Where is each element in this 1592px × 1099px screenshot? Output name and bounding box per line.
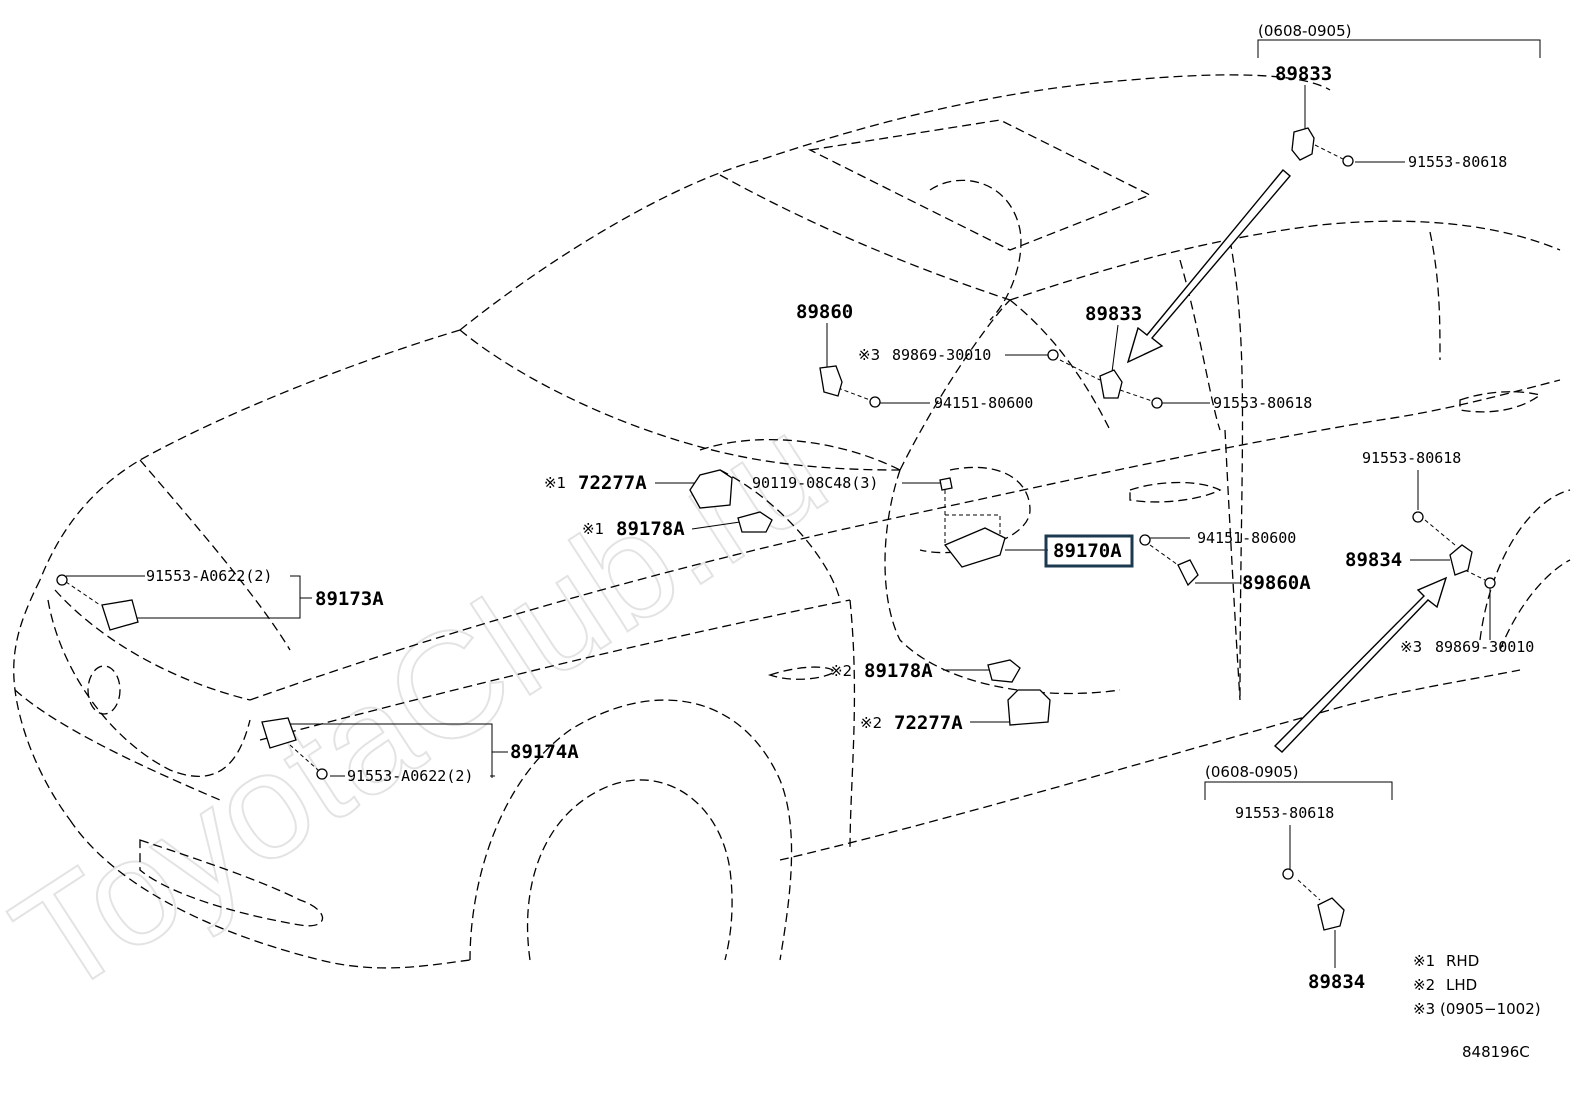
label-94151-80600-left[interactable]: 94151-80600: [934, 394, 1033, 412]
label-89869-30010-mid[interactable]: 89869-30010: [892, 346, 991, 364]
mark-89178A-bottom: ※2: [830, 662, 852, 680]
range-label-top: (0608-0905): [1258, 22, 1351, 40]
legend-mark-3: ※3: [1413, 1000, 1435, 1018]
diagram-code: 848196C: [1462, 1043, 1530, 1061]
label-91553-80618-mid[interactable]: 91553-80618: [1213, 394, 1312, 412]
label-89834-bottom[interactable]: 89834: [1308, 971, 1365, 993]
label-91553-80618-top[interactable]: 91553-80618: [1408, 153, 1507, 171]
mark-72277A-top: ※1: [544, 474, 566, 492]
label-89834-right[interactable]: 89834: [1345, 549, 1402, 571]
legend: ※1 RHD ※2 LHD ※3 (0905−1002): [1413, 952, 1541, 1018]
legend-mark-2: ※2: [1413, 976, 1435, 994]
label-89833-mid[interactable]: 89833: [1085, 303, 1142, 325]
parts: [56, 127, 1496, 931]
label-89860A[interactable]: 89860A: [1242, 572, 1311, 594]
label-91553-80618-right[interactable]: 91553-80618: [1362, 449, 1461, 467]
range-label-bottom: (0608-0905): [1205, 763, 1298, 781]
legend-text-3: (0905−1002): [1440, 1000, 1541, 1018]
legend-text-2: LHD: [1446, 976, 1477, 994]
legend-text-1: RHD: [1446, 952, 1479, 970]
label-89833-top[interactable]: 89833: [1275, 63, 1332, 85]
label-89174A[interactable]: 89174A: [510, 741, 579, 763]
label-72277A-top[interactable]: 72277A: [578, 472, 647, 494]
label-89178A-bottom[interactable]: 89178A: [864, 660, 933, 682]
arrow-down-left: [1126, 169, 1291, 364]
mark-89869-30010-right: ※3: [1400, 638, 1422, 656]
arrow-up-right: [1273, 576, 1448, 753]
label-91553-A0622-bottom[interactable]: 91553-A0622(2): [347, 767, 473, 785]
label-89869-30010-right[interactable]: 89869-30010: [1435, 638, 1534, 656]
label-72277A-bottom[interactable]: 72277A: [894, 712, 963, 734]
label-89170A[interactable]: 89170A: [1053, 540, 1122, 562]
mark-89869-30010-mid: ※3: [858, 346, 880, 364]
part-labels: (0608-0905) 89833 91553-80618 89860 8983…: [146, 22, 1534, 993]
mark-72277A-bottom: ※2: [860, 714, 882, 732]
highlight-box-89170A: [1044, 534, 1134, 568]
mark-89178A-top: ※1: [582, 520, 604, 538]
label-91553-80618-bottom[interactable]: 91553-80618: [1235, 804, 1334, 822]
leader-lines: [65, 39, 1541, 968]
label-89178A-top[interactable]: 89178A: [616, 518, 685, 540]
label-90119-08C48[interactable]: 90119-08C48(3): [752, 474, 878, 492]
label-94151-80600-right[interactable]: 94151-80600: [1197, 529, 1296, 547]
label-89860[interactable]: 89860: [796, 301, 853, 323]
direction-arrows: [1126, 169, 1448, 753]
legend-mark-1: ※1: [1413, 952, 1435, 970]
label-91553-A0622-top[interactable]: 91553-A0622(2): [146, 567, 272, 585]
car-outline: [13, 74, 1571, 969]
label-89173A[interactable]: 89173A: [315, 588, 384, 610]
